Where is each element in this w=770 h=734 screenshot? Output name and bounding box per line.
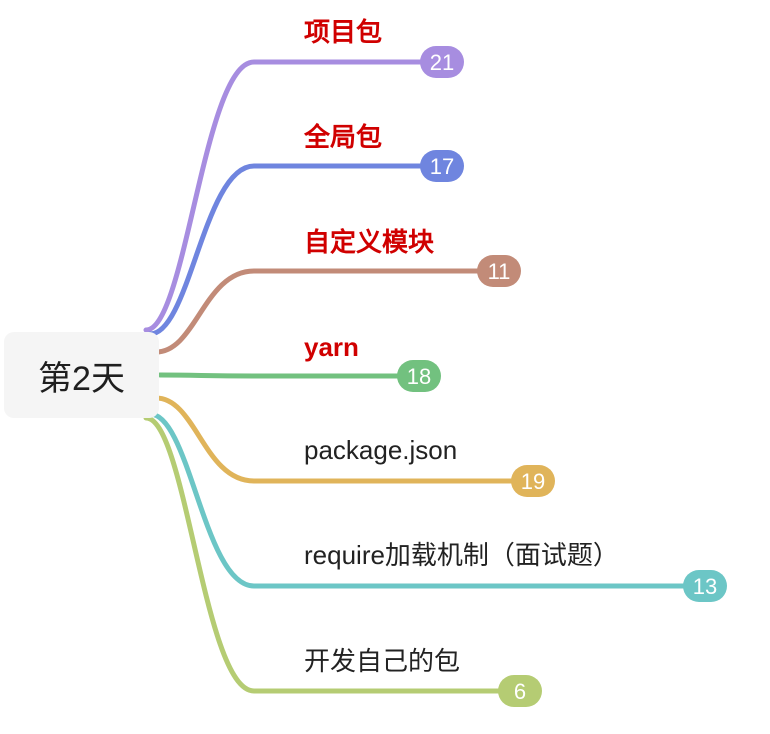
count-badge-label: 6 bbox=[514, 679, 526, 704]
count-badge-label: 17 bbox=[430, 154, 454, 179]
count-badge[interactable]: 6 bbox=[498, 675, 542, 707]
count-badge-bg bbox=[511, 465, 555, 497]
branch-connector bbox=[153, 268, 481, 355]
count-badge-bg bbox=[397, 360, 441, 392]
count-badge[interactable]: 17 bbox=[420, 150, 464, 182]
count-badge-label: 18 bbox=[407, 364, 431, 389]
count-badge-label: 19 bbox=[521, 469, 545, 494]
count-badge-bg bbox=[477, 255, 521, 287]
count-badge-label: 21 bbox=[430, 50, 454, 75]
count-badge[interactable]: 21 bbox=[420, 46, 464, 78]
count-badge-label: 11 bbox=[488, 259, 511, 284]
count-badge-bg bbox=[420, 150, 464, 182]
count-badge[interactable]: 19 bbox=[511, 465, 555, 497]
branch-label-require-mechanism[interactable]: require加载机制（面试题） bbox=[304, 540, 619, 570]
count-badge-bg bbox=[683, 570, 727, 602]
branch-label-package-json[interactable]: package.json bbox=[304, 435, 458, 465]
branch-connector bbox=[143, 59, 423, 333]
branch-label-global-package[interactable]: 全局包 bbox=[304, 122, 383, 152]
branch-label-project-package[interactable]: 项目包 bbox=[304, 17, 383, 47]
branch-connector bbox=[147, 411, 687, 589]
root-node-label: 第2天 bbox=[38, 359, 125, 398]
branch-label-custom-module[interactable]: 自定义模块 bbox=[304, 227, 435, 257]
branch-connector bbox=[143, 415, 505, 694]
branch-label-publish-own-package[interactable]: 开发自己的包 bbox=[304, 646, 461, 676]
branch-connector bbox=[157, 372, 401, 379]
count-badge-bg bbox=[420, 46, 464, 78]
count-badge-bg bbox=[498, 675, 542, 707]
branch-connector bbox=[153, 395, 515, 484]
count-badge[interactable]: 13 bbox=[683, 570, 727, 602]
count-badge[interactable]: 11 bbox=[477, 255, 521, 287]
count-badge-label: 13 bbox=[693, 574, 717, 599]
count-badge[interactable]: 18 bbox=[397, 360, 441, 392]
root-node[interactable]: 第2天 bbox=[4, 332, 159, 418]
branch-label-yarn[interactable]: yarn bbox=[304, 332, 359, 362]
branch-connector bbox=[147, 163, 423, 337]
